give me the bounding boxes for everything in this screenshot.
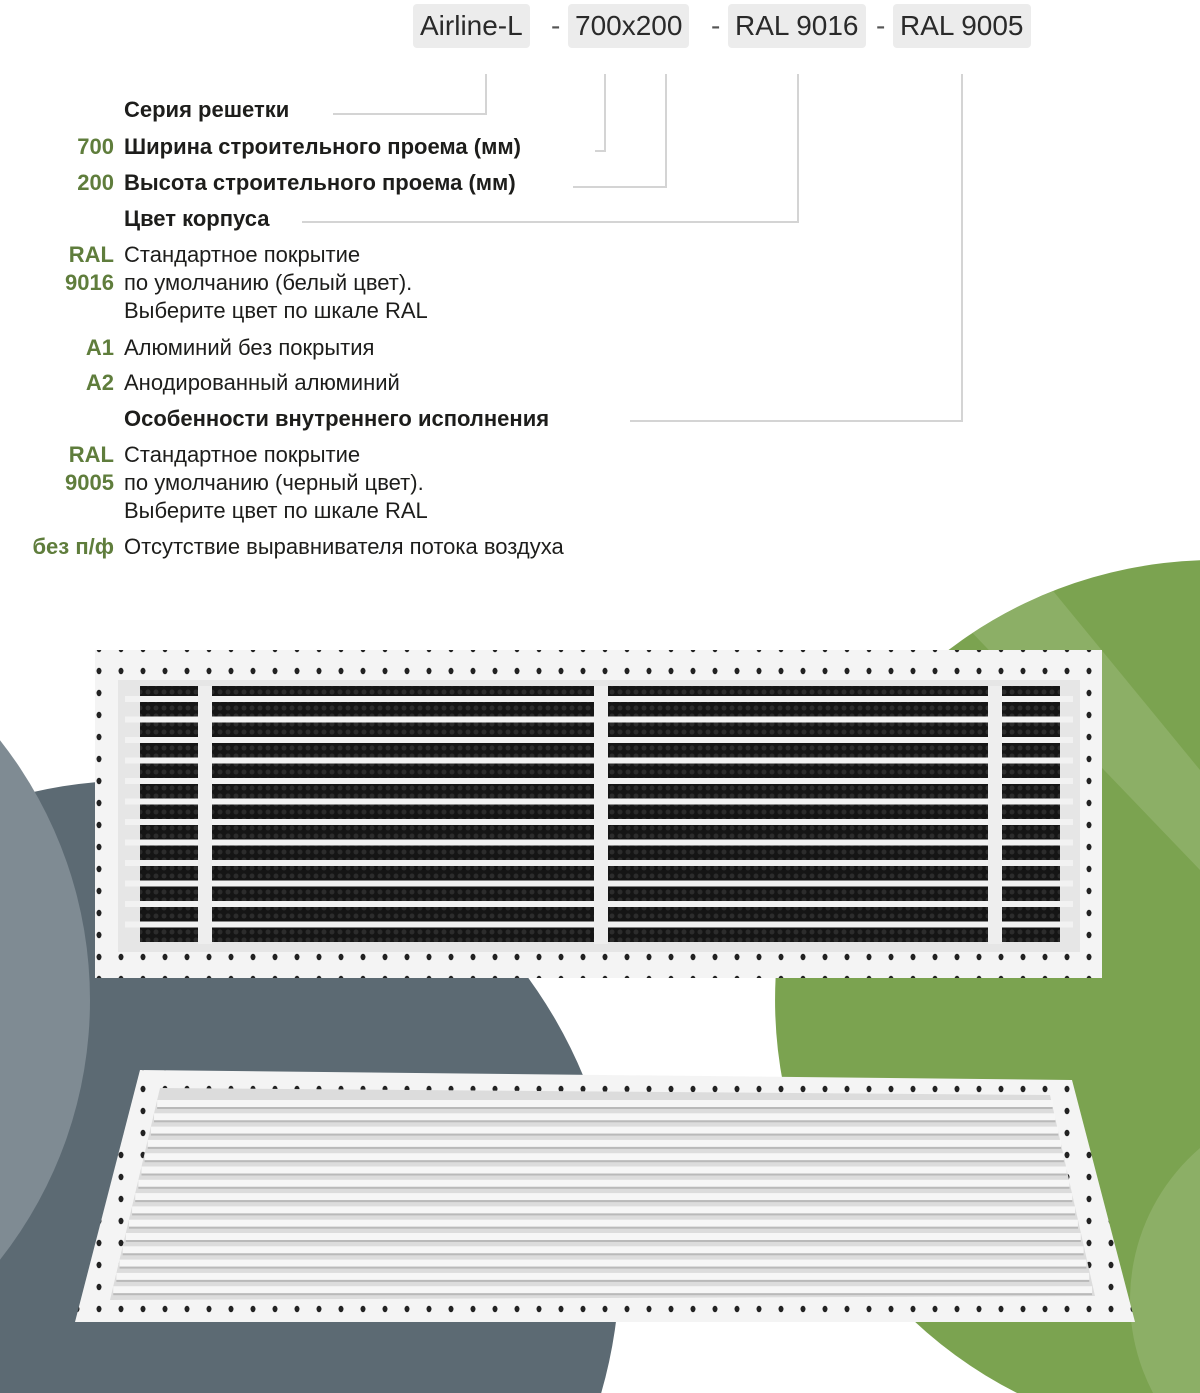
slat-shadow [113, 1293, 1093, 1296]
connector-line [665, 74, 667, 188]
slat [154, 1113, 1056, 1121]
gray-shape-light [0, 740, 90, 1260]
legend-key-line: 9016 [65, 270, 114, 295]
legend-text: Стандартное покрытие по умолчанию (черный… [124, 441, 428, 525]
slat-shadow [122, 1253, 1084, 1256]
slat-support [594, 686, 608, 944]
connector-line [573, 186, 667, 188]
slat-shadow [119, 1266, 1087, 1269]
slat [119, 1259, 1087, 1267]
slat-shadow [128, 1226, 1078, 1229]
connector-line [595, 150, 606, 152]
slat-shadow [125, 1240, 1081, 1242]
legend-text-line: Стандартное покрытие [124, 442, 361, 467]
code-part-inner: RAL 9005 [893, 4, 1031, 48]
legend-key-line: RAL [68, 242, 114, 267]
legend-text: Отсутствие выравнивателя потока воздуха [124, 534, 564, 559]
slat-shadow [138, 1186, 1070, 1189]
legend-key: A1 [85, 335, 114, 360]
legend-text: Цвет корпуса [124, 206, 270, 231]
legend-text: Стандартное покрытие по умолчанию (белый … [124, 241, 428, 325]
legend-key: 700 [77, 134, 114, 159]
grille-front-photo [95, 650, 1102, 978]
slat-support [988, 686, 1002, 944]
legend-text: Ширина строительного проема (мм) [124, 134, 521, 159]
connector-line [485, 74, 487, 115]
slat [150, 1126, 1059, 1134]
slat [116, 1272, 1090, 1280]
legend-text: Особенности внутреннего исполнения [124, 406, 550, 431]
slat [122, 1246, 1084, 1254]
legend-text-line: Стандартное покрытие [124, 242, 361, 267]
legend-text-line: по умолчанию (белый цвет). [124, 270, 413, 295]
legend-key-line: 9005 [65, 470, 114, 495]
legend-key: A2 [85, 370, 114, 395]
code-separator: - [876, 10, 886, 41]
legend-key: без п/ф [32, 534, 114, 559]
slat-shadow [154, 1120, 1056, 1123]
connector-line [797, 74, 799, 223]
code-part-body-color: RAL 9016 [728, 4, 866, 48]
legend-key-line: RAL [68, 442, 114, 467]
legend-text-line: по умолчанию (черный цвет). [124, 470, 424, 495]
grille-angled-photo [75, 1070, 1135, 1322]
slat-shadow [147, 1146, 1062, 1149]
connector-line [604, 74, 606, 152]
slat [135, 1193, 1073, 1201]
slat [132, 1206, 1076, 1214]
slat [125, 1233, 1081, 1240]
legend-text: Серия решетки [124, 97, 290, 122]
legend-text-line: Выберите цвет по шкале RAL [124, 498, 428, 523]
code-separator: - [711, 10, 721, 41]
green-shape-highlight-bottom [1130, 1148, 1200, 1393]
legend-key: RAL 9005 [0, 441, 114, 497]
slat [113, 1286, 1093, 1294]
code-part-series: Airline-L [413, 4, 530, 48]
code-separator: - [551, 10, 561, 41]
legend-text: Анодированный алюминий [124, 370, 400, 395]
connector-line [630, 420, 963, 422]
slat-shadow [144, 1160, 1064, 1163]
legend-text-line: Выберите цвет по шкале RAL [124, 298, 428, 323]
code-part-size: 700x200 [568, 4, 690, 48]
slat-shadow [157, 1107, 1053, 1109]
slat [128, 1219, 1078, 1227]
connector-line [961, 74, 963, 422]
slat-support [198, 686, 212, 944]
legend-key: RAL 9016 [0, 241, 114, 297]
slat [144, 1153, 1064, 1161]
slat-shadow [150, 1133, 1059, 1136]
slat-shadow [141, 1173, 1067, 1176]
slat [141, 1166, 1067, 1174]
slat [138, 1179, 1070, 1187]
connector-line [302, 221, 799, 223]
slat-shadow [116, 1279, 1090, 1282]
legend-text: Высота строительного проема (мм) [124, 170, 516, 195]
slat [157, 1100, 1053, 1107]
connector-line [333, 113, 487, 115]
legend-text: Алюминий без покрытия [124, 335, 375, 360]
slat-shadow [135, 1200, 1073, 1203]
slat [147, 1139, 1062, 1147]
legend-key: 200 [77, 170, 114, 195]
slat-shadow [132, 1213, 1076, 1216]
